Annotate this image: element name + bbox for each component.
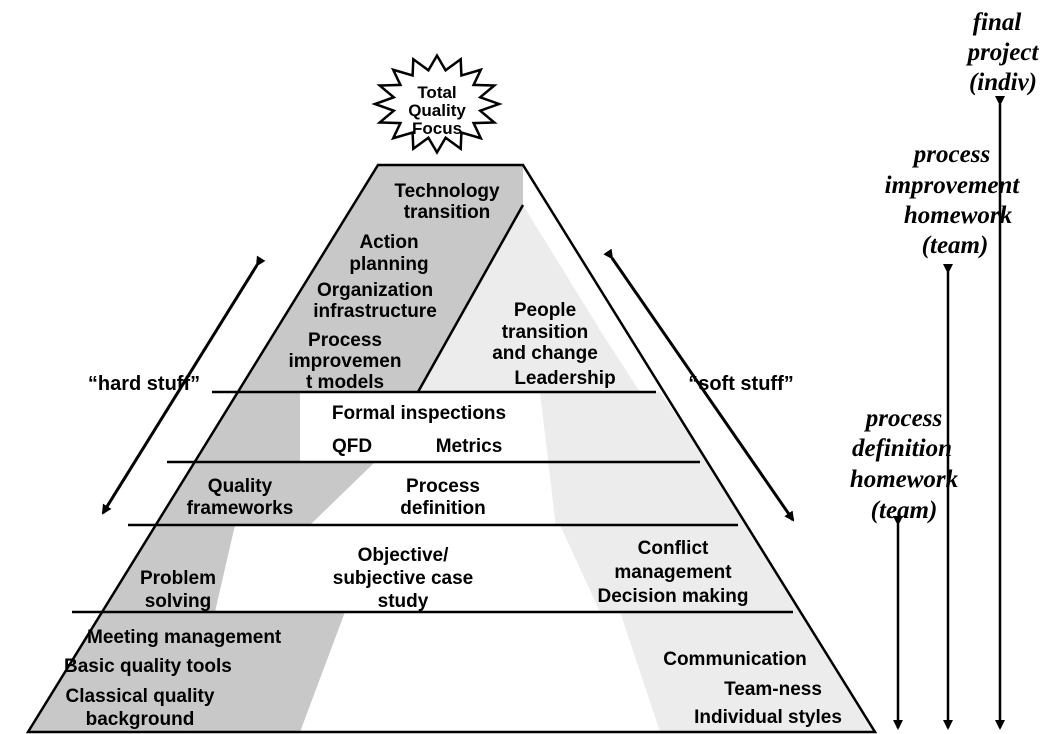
organization-label-1: Organization [317,280,433,301]
pyramid-shading [28,165,875,732]
final-label-1: final [973,9,1022,36]
final-label-2: project [966,39,1040,66]
total-quality-focus-badge: Total Quality Focus [371,53,503,155]
case-study-label-3: study [378,591,429,612]
improvement-label-3: homework [904,202,1013,229]
definition-label-2: definition [852,435,952,462]
improvement-label-1: process [912,141,990,168]
teamness-label: Team-ness [724,679,822,700]
action-label-2: planning [349,254,428,275]
improvement-label-2: improvement [885,172,1021,199]
quality-frameworks-label-1: Quality [208,476,273,497]
tier3-white-inner [310,462,548,525]
action-label-1: Action [359,232,418,253]
case-study-label-1: Objective/ [358,545,450,566]
starburst-icon [371,53,503,155]
classical-quality-label-1: Classical quality [66,686,215,707]
tier5-white-inner [300,612,660,732]
people-label-1: People [514,300,576,321]
process-models-label-1: Process [308,330,382,351]
homework-arrows [893,96,1005,730]
problem-solving-label-1: Problem [140,568,216,589]
metrics-label: Metrics [436,436,503,457]
meeting-management-label: Meeting management [87,627,282,648]
people-label-3: and change [492,343,598,364]
formal-inspections-label: Formal inspections [332,403,506,424]
soft-stuff-arrow [603,248,795,522]
top-left-dark-band [212,165,523,392]
soft-stuff-label: “soft stuff” [688,373,794,395]
process-models-label-2: improvemen [289,351,402,372]
technology-label-2: transition [404,202,491,223]
organization-label-2: infrastructure [313,301,437,322]
pyramid-border [25,163,878,734]
definition-label-1: process [864,405,942,432]
apex-line3: Focus [412,119,462,138]
quality-frameworks-label-2: frameworks [187,498,294,519]
case-study-label-2: subjective case [333,568,473,589]
conflict-label-2: management [614,562,732,583]
apex-line1: Total [417,83,456,102]
classical-quality-label-2: background [86,709,195,730]
tier4-white-inner [215,525,600,612]
process-definition-label-1: Process [406,476,480,497]
definition-label-3: homework [850,466,959,493]
people-label-2: transition [502,322,589,343]
problem-solving-label-2: solving [145,591,212,612]
hard-stuff-arrow [101,255,266,515]
leadership-label: Leadership [514,368,615,389]
hard-stuff-label: “hard stuff” [88,373,200,395]
side-arrows [101,248,795,522]
decision-making-label: Decision making [598,586,749,607]
definition-label-4: (team) [871,497,938,524]
final-label-3: (indiv) [969,69,1037,96]
apex-line2: Quality [408,101,466,120]
individual-styles-label: Individual styles [694,707,842,728]
process-definition-label-2: definition [400,498,485,519]
basic-quality-tools-label: Basic quality tools [64,656,232,677]
process-models-label-3: t models [306,372,384,393]
conflict-label-1: Conflict [638,538,709,559]
qfd-label: QFD [332,436,372,457]
technology-label-1: Technology [394,181,500,202]
top-right-light-band [418,205,640,392]
left-dark-band-base [230,612,345,732]
top-tier-split-line [416,204,525,393]
communication-label: Communication [663,649,807,670]
improvement-label-4: (team) [922,232,989,259]
